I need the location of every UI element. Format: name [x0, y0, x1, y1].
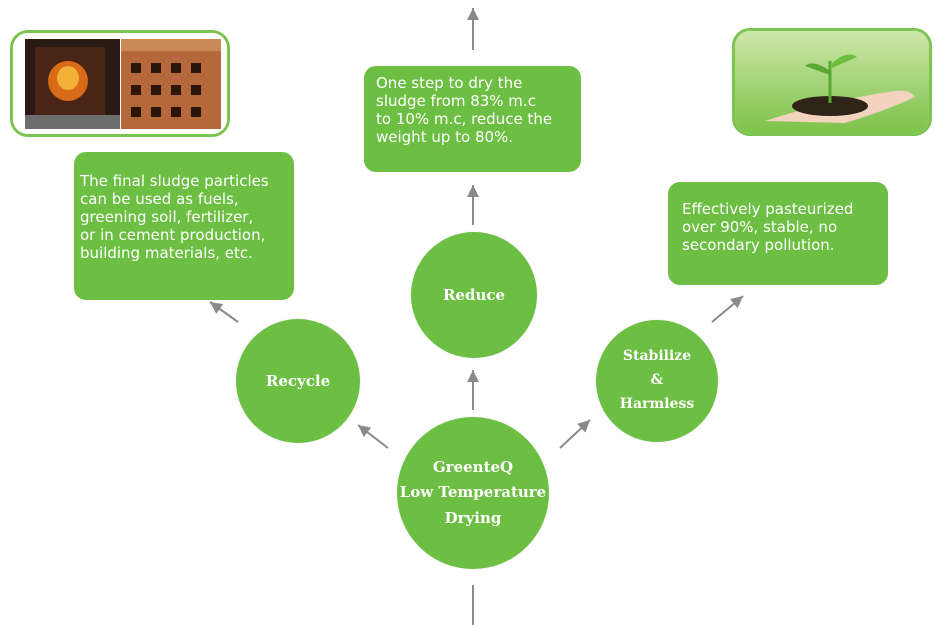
center-label-2: Low Temperature [399, 483, 547, 502]
center-label-1: GreenteQ [432, 457, 514, 476]
furnace-bricks-image [13, 33, 227, 134]
stabilize-label-2: & [650, 372, 664, 389]
reduce-info-line: One step to dry the [376, 74, 523, 92]
center-node: GreenteQ Low Temperature Drying [397, 417, 549, 569]
stabilize-node: Stabilize & Harmless [596, 320, 718, 442]
arrow-center-stabilize [559, 419, 591, 449]
furnace-bricks-photo [10, 30, 230, 137]
arrow-stabilize-box [711, 295, 744, 323]
stabilize-info-line: over 90%, stable, no [682, 218, 838, 236]
recycle-info-box: The final sludge particles can be used a… [74, 152, 294, 300]
stabilize-info-box: Effectively pasteurized over 90%, stable… [668, 182, 888, 285]
plant-in-hand-photo [732, 28, 932, 136]
reduce-info-line: sludge from 83% m.c [376, 92, 536, 110]
center-label-3: Drying [444, 508, 502, 527]
arrow-center-recycle [357, 424, 389, 449]
recycle-info-line: building materials, etc. [80, 244, 253, 262]
reduce-label: Reduce [442, 286, 506, 304]
stabilize-label-1: Stabilize [622, 348, 692, 365]
reduce-info-box: One step to dry the sludge from 83% m.c … [364, 66, 581, 172]
reduce-node: Reduce [411, 232, 537, 358]
stabilize-label-3: Harmless [619, 395, 695, 412]
recycle-info-line: The final sludge particles [80, 172, 269, 190]
reduce-info-line: to 10% m.c, reduce the [376, 110, 553, 128]
recycle-info-line: can be used as fuels, [80, 190, 239, 208]
recycle-info-line: greening soil, fertilizer, [80, 208, 254, 226]
plant-image [735, 31, 929, 133]
stabilize-info-line: secondary pollution. [682, 236, 835, 254]
recycle-label: Recycle [265, 372, 331, 390]
arrow-recycle-box [209, 301, 239, 323]
recycle-node: Recycle [236, 319, 360, 443]
reduce-info-line: weight up to 80%. [376, 128, 514, 146]
stabilize-info-line: Effectively pasteurized [682, 200, 854, 218]
recycle-info-line: or in cement production, [80, 226, 266, 244]
